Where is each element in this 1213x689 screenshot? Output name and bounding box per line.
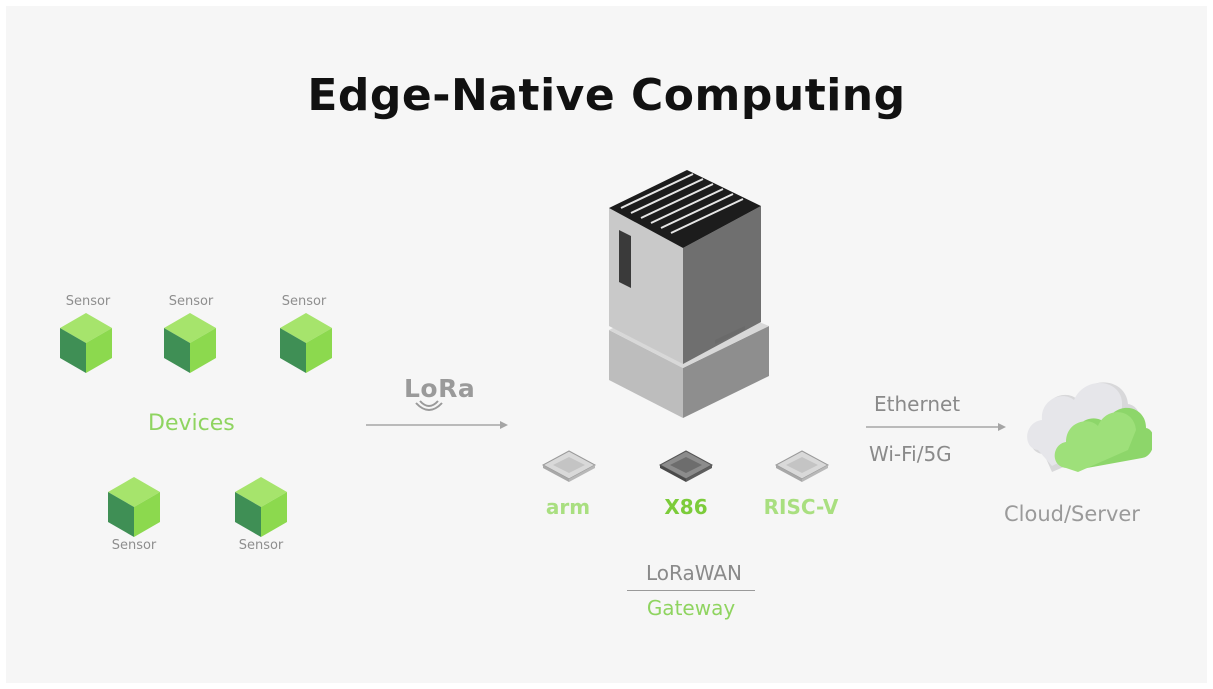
connection-label-wireless: Wi-Fi/5G <box>869 442 952 466</box>
sensor-label: Sensor <box>65 294 111 309</box>
lora-arrow <box>366 421 508 429</box>
gateway-label-top: LoRaWAN <box>645 561 743 585</box>
gateway-label-bottom: Gateway <box>646 596 736 620</box>
sensor-cube-icon <box>164 313 216 373</box>
lora-signal-icon <box>415 400 443 411</box>
sensor-cube-icon <box>108 477 160 537</box>
sensor-label: Sensor <box>168 294 214 309</box>
sensor-label: Sensor <box>238 538 284 553</box>
cloud-icon <box>1027 382 1152 472</box>
sensor-label: Sensor <box>111 538 157 553</box>
chip-label-risc-v: RISC-V <box>763 495 839 519</box>
arm-chip-icon <box>541 450 597 482</box>
chip-label-arm: arm <box>545 495 591 519</box>
sensor-label: Sensor <box>281 294 327 309</box>
diagram-title: Edge-Native Computing <box>307 70 906 121</box>
x86-chip-icon <box>658 450 714 482</box>
connection-label-ethernet: Ethernet <box>874 392 961 416</box>
lora-logo: LoRa <box>404 374 476 403</box>
sensor-cube-icon <box>235 477 287 537</box>
cloud-arrow <box>866 423 1006 431</box>
devices-label: Devices <box>148 411 235 436</box>
gateway-label-divider <box>627 590 755 591</box>
gateway-device-icon <box>609 170 769 418</box>
sensor-cube-icon <box>280 313 332 373</box>
chip-label-x86: X86 <box>664 495 708 519</box>
sensor-cube-icon <box>60 313 112 373</box>
risc-v-chip-icon <box>774 450 830 482</box>
cloud-server-label: Cloud/Server <box>1004 502 1140 526</box>
